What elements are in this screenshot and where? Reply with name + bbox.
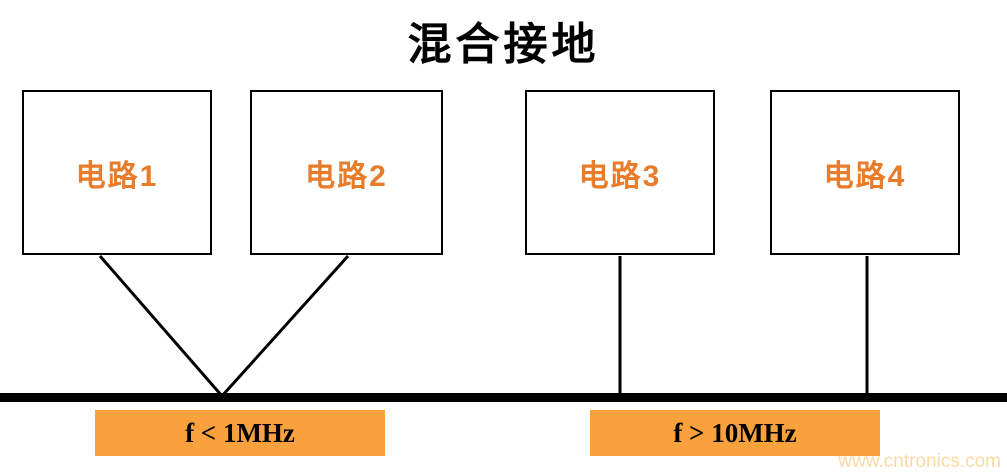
circuit-box-4-label: 电路4 — [823, 159, 907, 193]
wire-box2-to-ground — [220, 254, 350, 398]
freq-label-high-text: f > 10MHz — [673, 417, 797, 448]
wire-box1-to-ground — [98, 255, 224, 397]
freq-label-high: f > 10MHz — [590, 410, 880, 456]
circuit-box-3: 电路3 — [525, 90, 715, 255]
circuit-box-2: 电路2 — [250, 90, 443, 255]
circuit-box-3-label: 电路3 — [578, 159, 662, 193]
diagram-title: 混合接地 — [407, 20, 600, 69]
circuit-box-4: 电路4 — [770, 90, 960, 255]
circuit-box-2-label: 电路2 — [305, 159, 388, 193]
watermark-text: www.cntronics.com — [838, 451, 1001, 472]
ground-bus-bar — [0, 393, 1007, 402]
freq-label-low: f < 1MHz — [95, 410, 385, 456]
circuit-box-1: 电路1 — [22, 90, 212, 255]
circuit-box-1-label: 电路1 — [75, 159, 159, 193]
freq-label-low-text: f < 1MHz — [185, 417, 295, 448]
